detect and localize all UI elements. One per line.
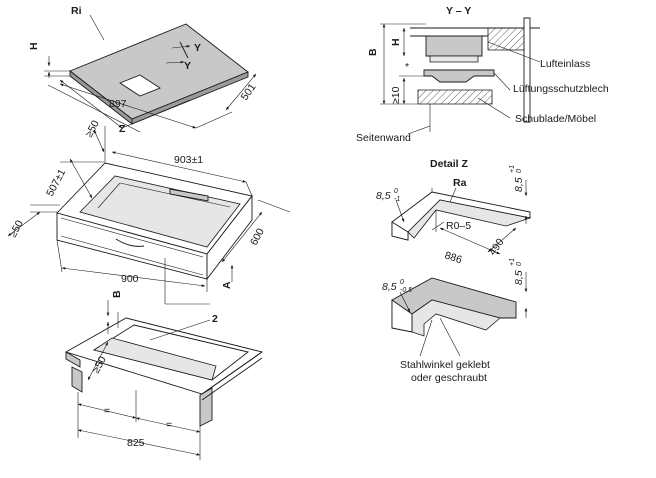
lower-left-tol-dn: -0,5 (400, 287, 412, 294)
steel-angle-lower (411, 299, 501, 337)
section-y-drawing (380, 17, 541, 135)
hob-h-label: H (28, 42, 40, 50)
detail-width-label: 886 (443, 249, 464, 266)
drawer-handle (115, 238, 145, 247)
hob-drawing (44, 14, 257, 133)
upper-left-tol-dn: -1 (394, 196, 400, 203)
drawer-section (417, 89, 493, 105)
frame-left-foot (71, 366, 83, 393)
frame-equal-2: = (166, 419, 172, 431)
section-marker-y-top: Y (194, 42, 201, 54)
radius-label: R0–5 (446, 220, 471, 232)
cutout-drawing (7, 126, 291, 305)
lower-right-dim: 8,5 (513, 270, 525, 285)
upper-right-tol-dn: 0 (516, 169, 523, 173)
outer-width-label: 900 (121, 273, 139, 285)
lower-left-dim: 8,5 (382, 281, 397, 293)
hob-ri-label: Ri (71, 5, 82, 17)
inner-depth-label: 507±1 (44, 167, 68, 198)
lower-right-tol-dn: 0 (516, 262, 523, 266)
upper-right-dim: 8,5 (513, 177, 525, 192)
section-title: Y – Y (446, 5, 471, 17)
vent-protection-plate (423, 69, 495, 83)
hob-glass-top (69, 23, 249, 120)
hob-body-section (425, 35, 483, 57)
upper-left-tol-up: 0 (394, 188, 398, 195)
detail-ra-label: Ra (453, 177, 467, 189)
rebate-step-upper (407, 199, 532, 239)
rebate-front-lower (391, 299, 413, 333)
min-left-distance-label: ≥50 (7, 218, 26, 239)
frame-drawing (64, 300, 264, 460)
hob-depth-label: 501 (239, 81, 259, 102)
drawer-label: Schublade/Möbel (515, 113, 596, 125)
detail-z-upper-drawing (391, 180, 532, 255)
steel-angle-note-line1: Stahlwinkel geklebt (400, 359, 490, 371)
air-inlet-label: Lufteinlass (540, 58, 590, 70)
section-star-note: * (405, 61, 409, 73)
frame-b-label: B (111, 290, 123, 298)
section-b-label: B (367, 48, 379, 56)
lower-left-tol-up: 0 (400, 279, 404, 286)
worktop-section-right (487, 27, 525, 51)
section-marker-y-bottom: Y (184, 60, 191, 72)
detail-z-title: Detail Z (430, 158, 469, 170)
frame-left-post (65, 351, 81, 368)
detail-z-marker: Z (119, 123, 126, 135)
detail-depth-label: 490 (487, 236, 507, 257)
vent-slot (169, 188, 209, 202)
detail-z-lower-drawing (391, 272, 528, 357)
min-back-distance-label: ≥50 (83, 118, 102, 139)
steel-angle-note-line2: oder geschraubt (411, 372, 487, 384)
frame-callout-2: 2 (212, 313, 218, 325)
frame-equal-1: = (104, 405, 110, 417)
hob-width-label: 897 (109, 98, 127, 110)
a-dimension-label: A (221, 281, 233, 289)
hob-bottom-section (429, 55, 479, 63)
frame-width-label: 825 (127, 437, 145, 449)
section-min10-label: ≥10 (390, 86, 402, 104)
inner-width-label: 903±1 (174, 154, 203, 166)
upper-left-dim: 8,5 (376, 190, 391, 202)
cutout-opening (79, 175, 241, 248)
outer-depth-label: 600 (248, 226, 267, 247)
side-wall-section (523, 17, 531, 123)
section-h-label: H (390, 38, 402, 46)
upper-right-tol-up: +1 (509, 165, 516, 173)
vent-plate-label: Lüftungsschutzblech (513, 83, 609, 95)
lower-right-tol-up: +1 (509, 258, 516, 266)
side-wall-label: Seitenwand (356, 132, 411, 144)
rebate-front-upper (391, 221, 409, 241)
